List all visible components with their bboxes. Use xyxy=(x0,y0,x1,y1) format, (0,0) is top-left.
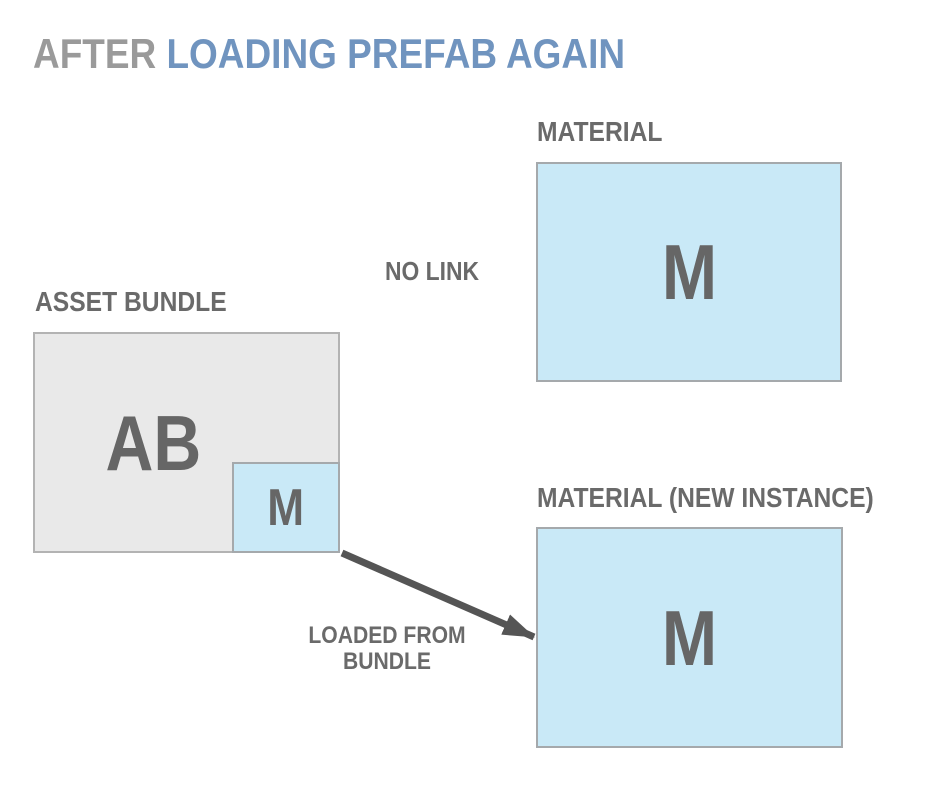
page-title: AFTER LOADING PREFAB AGAIN xyxy=(33,33,706,75)
material-top-label: MATERIAL xyxy=(537,116,663,147)
loaded-from-bundle-label: LOADED FROM BUNDLE xyxy=(308,622,466,675)
title-prefix: AFTER xyxy=(33,30,157,77)
bundle-material-letter: M xyxy=(267,478,305,537)
asset-bundle-box: AB xyxy=(33,332,340,553)
material-new-instance-label: MATERIAL (NEW INSTANCE) xyxy=(537,482,874,513)
material-new-instance-letter: M xyxy=(661,593,718,682)
title-highlight: LOADING PREFAB AGAIN xyxy=(166,30,626,77)
material-new-instance-box: M xyxy=(536,527,843,748)
asset-bundle-letter: AB xyxy=(105,398,202,487)
bundle-material-box: M xyxy=(232,462,340,553)
material-top-box: M xyxy=(536,162,842,382)
asset-bundle-label: ASSET BUNDLE xyxy=(35,286,227,317)
material-top-letter: M xyxy=(661,228,717,316)
no-link-label: NO LINK xyxy=(384,256,480,286)
